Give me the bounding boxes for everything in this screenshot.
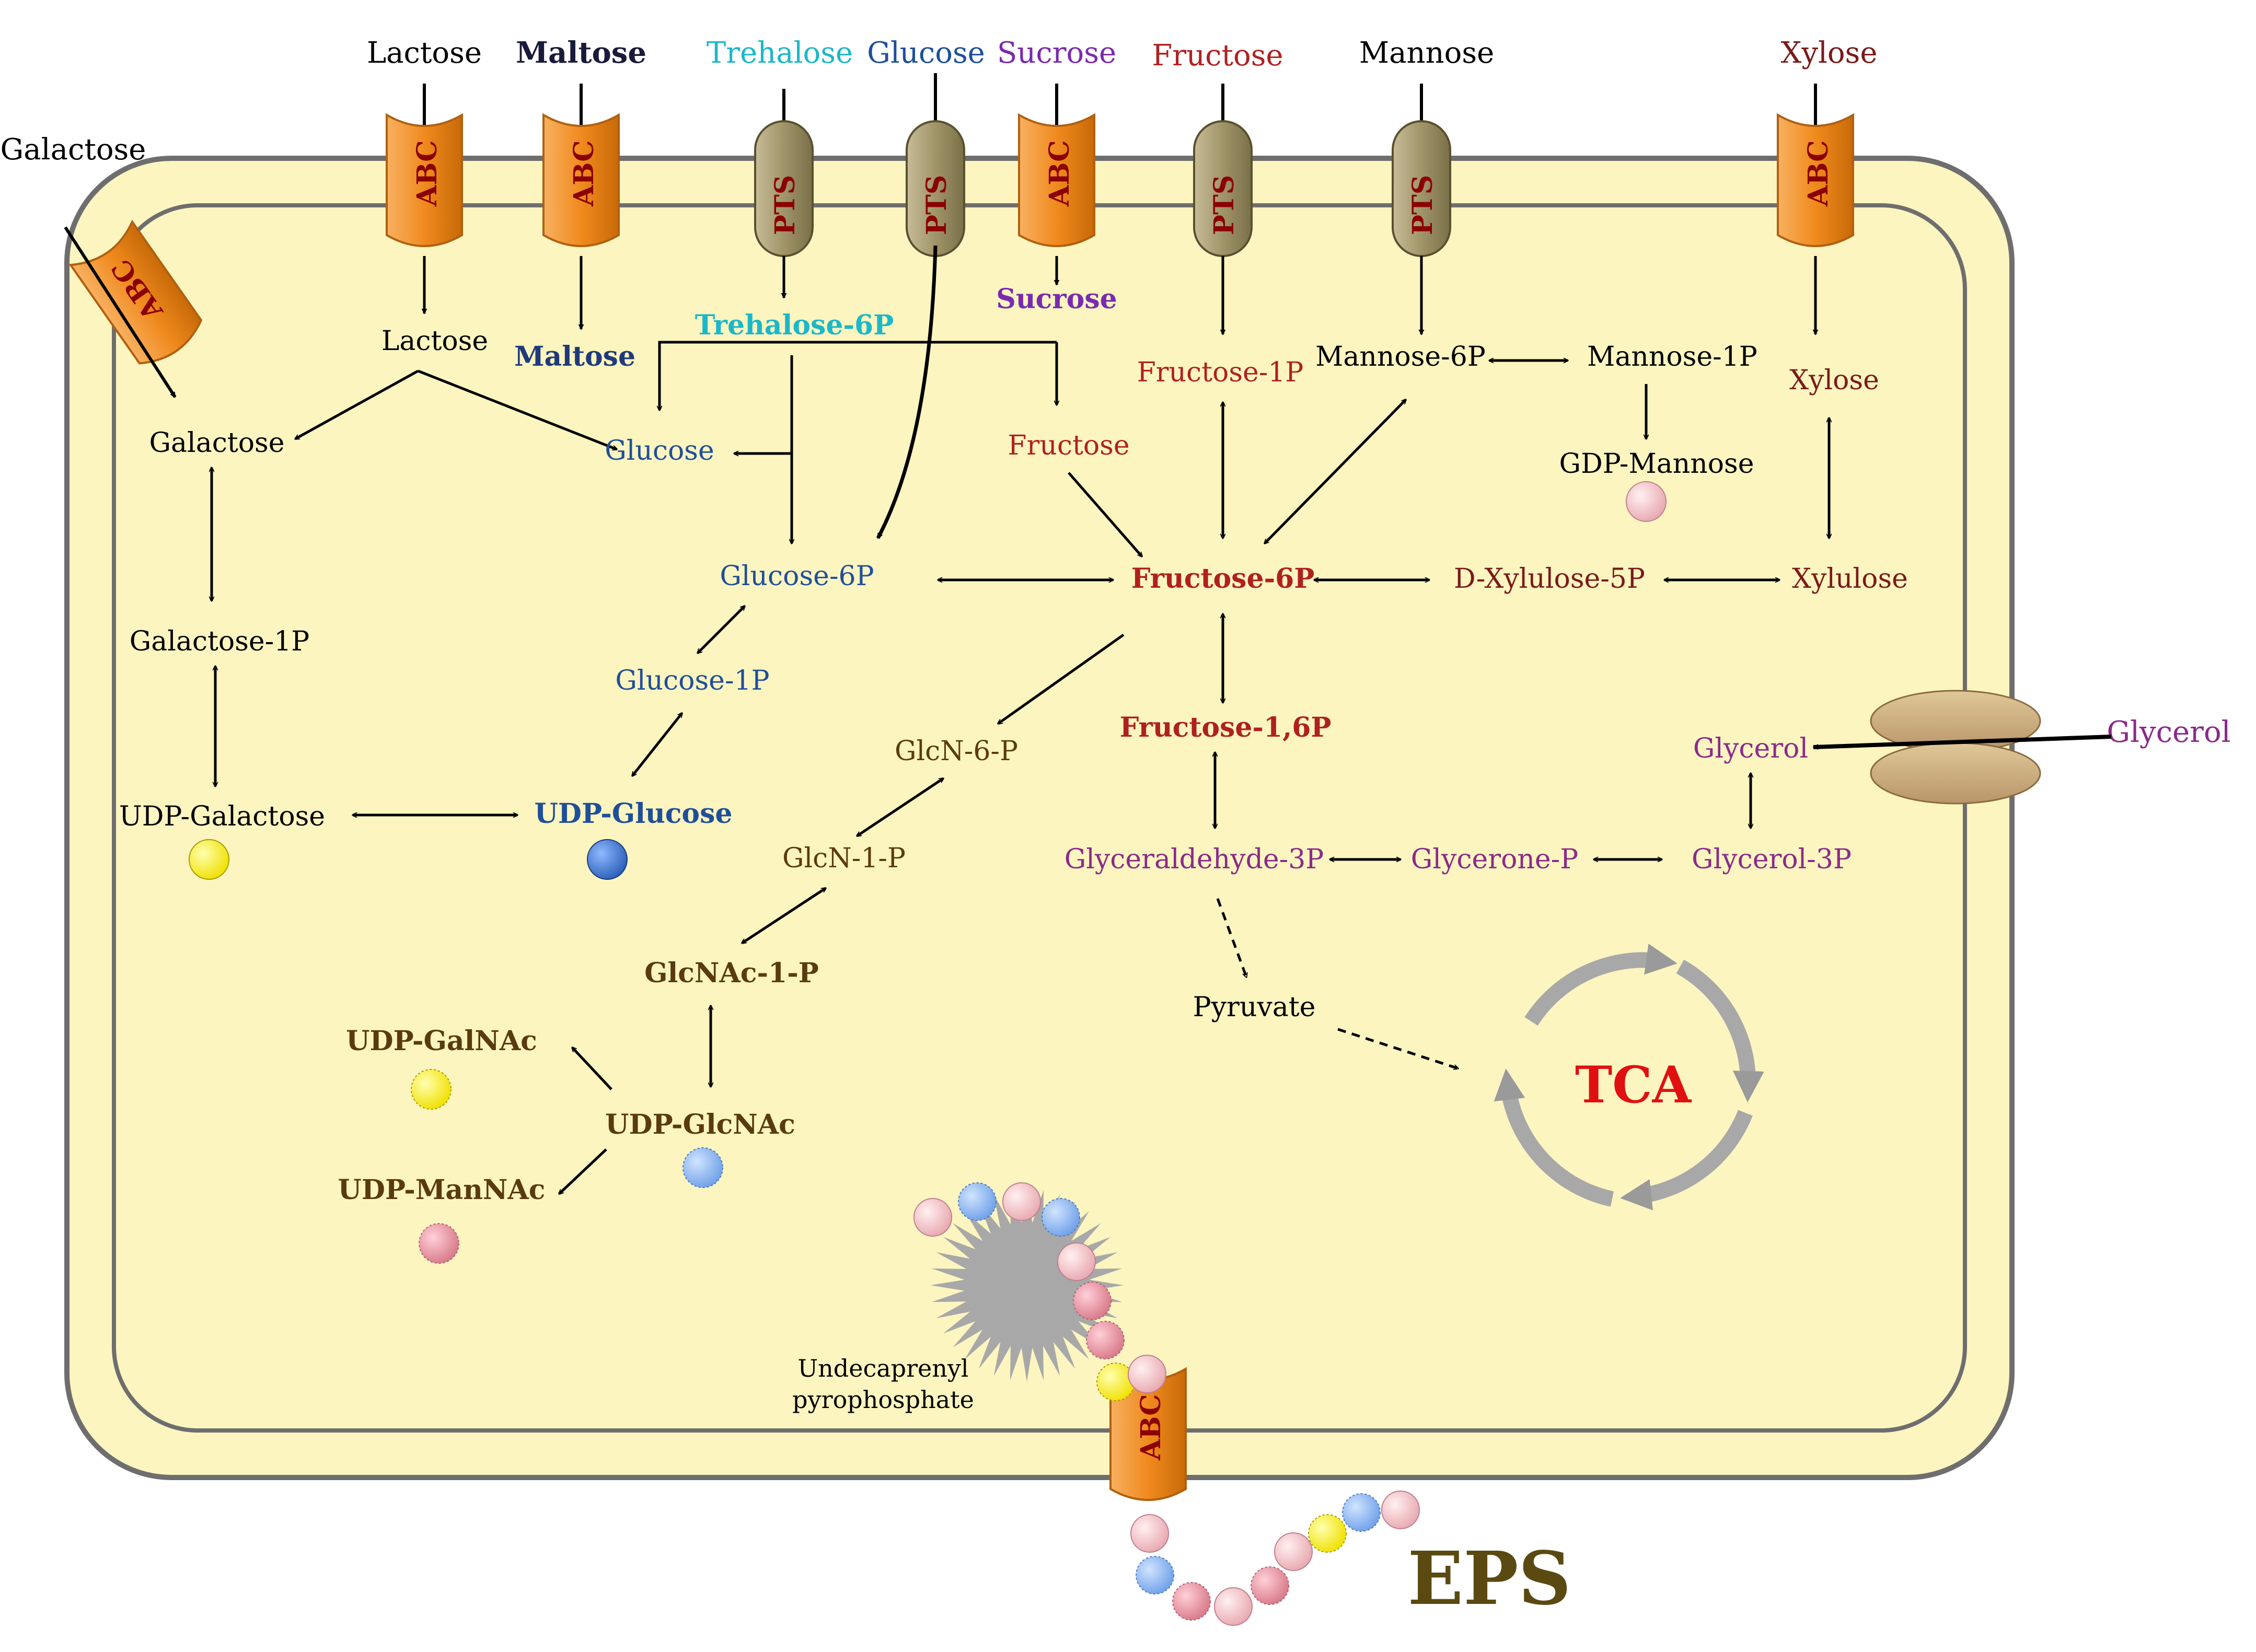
external-mannose: Mannose: [1359, 36, 1494, 70]
label-glyceraldehyde-3p: Glyceraldehyde-3P: [1065, 844, 1324, 875]
label-pyrophosphate: pyrophosphate: [792, 1386, 974, 1414]
abc-label: ABC: [1135, 1394, 1167, 1461]
pts-transporter-glucose: PTS: [906, 120, 965, 257]
udp-mannac-bead: [419, 1223, 459, 1264]
label-fructose-1-6p: Fructose-1,6P: [1119, 712, 1331, 743]
label-xylose: Xylose: [1789, 365, 1879, 396]
label-glycerol-3p: Glycerol-3P: [1692, 844, 1852, 875]
label-lactose: Lactose: [381, 325, 488, 357]
external-glycerol: Glycerol: [2107, 715, 2230, 749]
label-d-xylulose-5p: D-Xylulose-5P: [1454, 563, 1645, 595]
label-udp-galnac: UDP-GalNAc: [346, 1025, 537, 1057]
label-undecaprenyl: Undecaprenyl: [797, 1354, 968, 1382]
pts-transporter-mannose: PTS: [1392, 120, 1451, 257]
eps-bead: [1042, 1198, 1080, 1237]
eps-label: EPS: [1407, 1536, 1571, 1622]
eps-bead: [1214, 1587, 1253, 1626]
label-glcn-6-p: GlcN-6-P: [895, 736, 1018, 767]
label-mannose-1p: Mannose-1P: [1587, 341, 1757, 373]
udp-glucose-bead: [587, 839, 628, 880]
label-udp-mannac: UDP-ManNAc: [338, 1174, 546, 1206]
label-mannose-6p: Mannose-6P: [1315, 341, 1486, 373]
external-galactose: Galactose: [1, 133, 146, 167]
external-glucose: Glucose: [867, 36, 985, 70]
label-pyruvate: Pyruvate: [1193, 992, 1316, 1023]
pts-label: PTS: [1407, 175, 1439, 235]
label-glcn-1-p: GlcN-1-P: [782, 843, 906, 874]
abc-label: ABC: [1044, 140, 1075, 207]
eps-bead: [1136, 1556, 1174, 1595]
label-fructose-6p: Fructose-6P: [1131, 563, 1315, 595]
eps-bead: [913, 1198, 952, 1237]
abc-label: ABC: [1802, 140, 1834, 207]
pts-label: PTS: [769, 175, 801, 235]
abc-transporter-xylose: ABC: [1777, 113, 1854, 247]
external-maltose: Maltose: [516, 36, 646, 70]
label-glucose: Glucose: [605, 435, 714, 467]
udp-glcnac-bead: [682, 1147, 723, 1188]
eps-bead: [1086, 1321, 1125, 1359]
eps-bead: [1172, 1582, 1211, 1621]
label-glucose-1p: Glucose-1P: [615, 665, 769, 696]
udp-galactose-bead: [189, 839, 229, 880]
eps-bead: [1342, 1493, 1381, 1532]
abc-transporter-eps: ABC: [1109, 1367, 1187, 1501]
external-sucrose: Sucrose: [997, 36, 1116, 70]
label-udp-glucose: UDP-Glucose: [535, 798, 733, 830]
pts-transporter-fructose: PTS: [1193, 120, 1253, 257]
label-trehalose-6p: Trehalose-6P: [695, 309, 894, 341]
external-xylose: Xylose: [1780, 36, 1877, 70]
reaction-arrows: [64, 226, 2112, 1194]
eps-bead: [1128, 1355, 1166, 1393]
external-trehalose: Trehalose: [707, 36, 853, 70]
abc-transporter-sucrose: ABC: [1018, 113, 1095, 247]
eps-bead: [1381, 1491, 1420, 1529]
abc-transporter-galactose: ABC: [68, 219, 203, 365]
label-glycerol: Glycerol: [1693, 733, 1808, 764]
label-gdp-mannose: GDP-Mannose: [1559, 448, 1754, 480]
eps-bead: [958, 1182, 997, 1221]
pts-label: PTS: [921, 175, 953, 235]
eps-bead: [1251, 1566, 1289, 1605]
label-sucrose: Sucrose: [996, 283, 1117, 315]
label-galactose-1p: Galactose-1P: [130, 626, 310, 657]
eps-polymer-chain: [913, 1182, 1420, 1626]
pts-label: PTS: [1208, 175, 1240, 235]
eps-bead: [1057, 1242, 1096, 1281]
eps-bead: [1274, 1532, 1313, 1571]
label-glcnac-1-p: GlcNAc-1-P: [644, 957, 819, 989]
nucleotide-sugar-icons: [189, 481, 1667, 1264]
label-udp-glcnac: UDP-GlcNAc: [605, 1109, 795, 1141]
label-fructose-1p: Fructose-1P: [1137, 357, 1304, 388]
label-udp-galactose: UDP-Galactose: [119, 801, 325, 832]
label-maltose: Maltose: [514, 341, 635, 373]
undecaprenyl-spike-shape: [930, 1189, 1124, 1382]
transporter-stems: [423, 73, 1817, 125]
gdp-mannose-bead: [1626, 481, 1667, 522]
abc-transporter-lactose: ABC: [386, 113, 463, 247]
label-glycerone-p: Glycerone-P: [1411, 844, 1578, 875]
tca-label: TCA: [1575, 1055, 1692, 1114]
label-fructose: Fructose: [1008, 430, 1129, 461]
udp-galnac-bead: [411, 1069, 452, 1110]
eps-bead: [1308, 1514, 1347, 1553]
glycerol-porin: [1870, 690, 2041, 805]
label-xylulose: Xylulose: [1792, 563, 1908, 595]
label-galactose: Galactose: [149, 427, 285, 459]
external-labels: Lactose Maltose Trehalose Glucose Sucros…: [1, 36, 2231, 749]
external-lactose: Lactose: [367, 36, 482, 70]
eps-bead: [1130, 1514, 1169, 1553]
abc-label: ABC: [411, 140, 443, 207]
eps-bead: [1002, 1182, 1041, 1221]
tca-cycle: TCA: [1494, 944, 1764, 1211]
metabolite-labels: Lactose Maltose Trehalose-6P Sucrose Gal…: [119, 283, 1908, 1414]
abc-label: ABC: [568, 140, 600, 207]
eps-bead: [1073, 1282, 1112, 1320]
external-fructose: Fructose: [1152, 39, 1283, 73]
label-glucose-6p: Glucose-6P: [720, 561, 874, 592]
pts-transporter-trehalose: PTS: [754, 120, 814, 257]
abc-transporter-maltose: ABC: [542, 113, 620, 247]
